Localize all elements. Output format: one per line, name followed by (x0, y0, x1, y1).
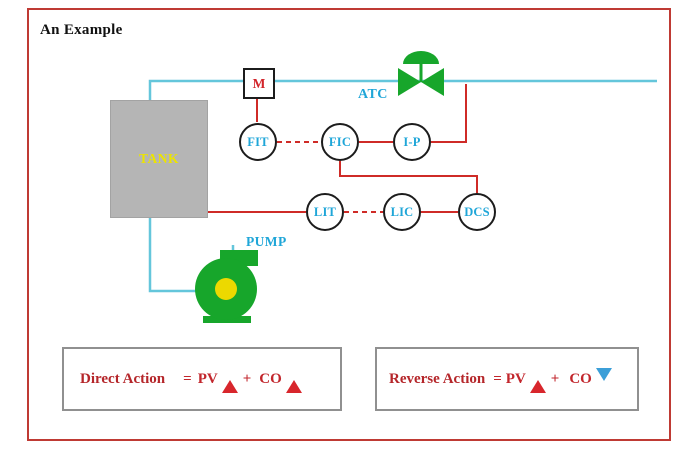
ip-tag: I-P (403, 134, 421, 149)
direct-action-label: Direct Action (80, 370, 166, 387)
co-down-arrow-icon (595, 368, 613, 399)
instrument-bubble-ip: I-P (393, 123, 431, 161)
direct-plus: + (242, 370, 252, 387)
instrument-bubble-fit: FIT (239, 123, 277, 161)
instrument-bubble-lic: LIC (383, 193, 421, 231)
direct-co: CO (259, 370, 282, 387)
page-title: An Example (40, 22, 123, 38)
instrument-bubble-dcs: DCS (458, 193, 496, 231)
reverse-equals: = (493, 370, 502, 387)
dcs-tag: DCS (464, 204, 490, 219)
pump-impeller-icon (215, 278, 237, 300)
lic-tag: LIC (390, 204, 414, 219)
meter-box: M (243, 68, 275, 99)
meter-label: M (252, 75, 266, 91)
legend-reverse-action-box: Reverse Action = PV + CO (375, 347, 639, 411)
reverse-co: CO (569, 370, 592, 387)
co-up-arrow-icon (285, 363, 303, 393)
pump-label: PUMP (246, 234, 287, 249)
instrument-bubble-lit: LIT (306, 193, 344, 231)
reverse-action-label: Reverse Action (389, 370, 486, 387)
reverse-pv: PV (505, 370, 526, 387)
pv-up-arrow-icon (529, 363, 547, 393)
fit-tag: FIT (247, 134, 269, 149)
control-valve-icon (398, 68, 421, 96)
instrument-bubble-fic: FIC (321, 123, 359, 161)
signal-ip-to-valve (431, 84, 467, 143)
signal-fic-to-dcs (339, 161, 478, 193)
process-pipe-pump-suction (148, 216, 198, 293)
tank-label: TANK (138, 151, 179, 166)
direct-equals: = (183, 370, 192, 387)
reverse-plus: + (550, 370, 560, 387)
process-pipe-top (148, 79, 657, 101)
valve-label: ATC (358, 87, 388, 102)
control-valve-icon (421, 68, 444, 96)
valve-actuator-icon (403, 51, 439, 64)
pv-up-arrow-icon (221, 363, 239, 393)
direct-pv: PV (197, 370, 218, 387)
tank: TANK (110, 100, 208, 218)
lit-tag: LIT (313, 204, 337, 219)
fic-tag: FIC (328, 134, 352, 149)
legend-direct-action-box: Direct Action = PV + CO (62, 347, 342, 411)
diagram-border (27, 8, 671, 441)
